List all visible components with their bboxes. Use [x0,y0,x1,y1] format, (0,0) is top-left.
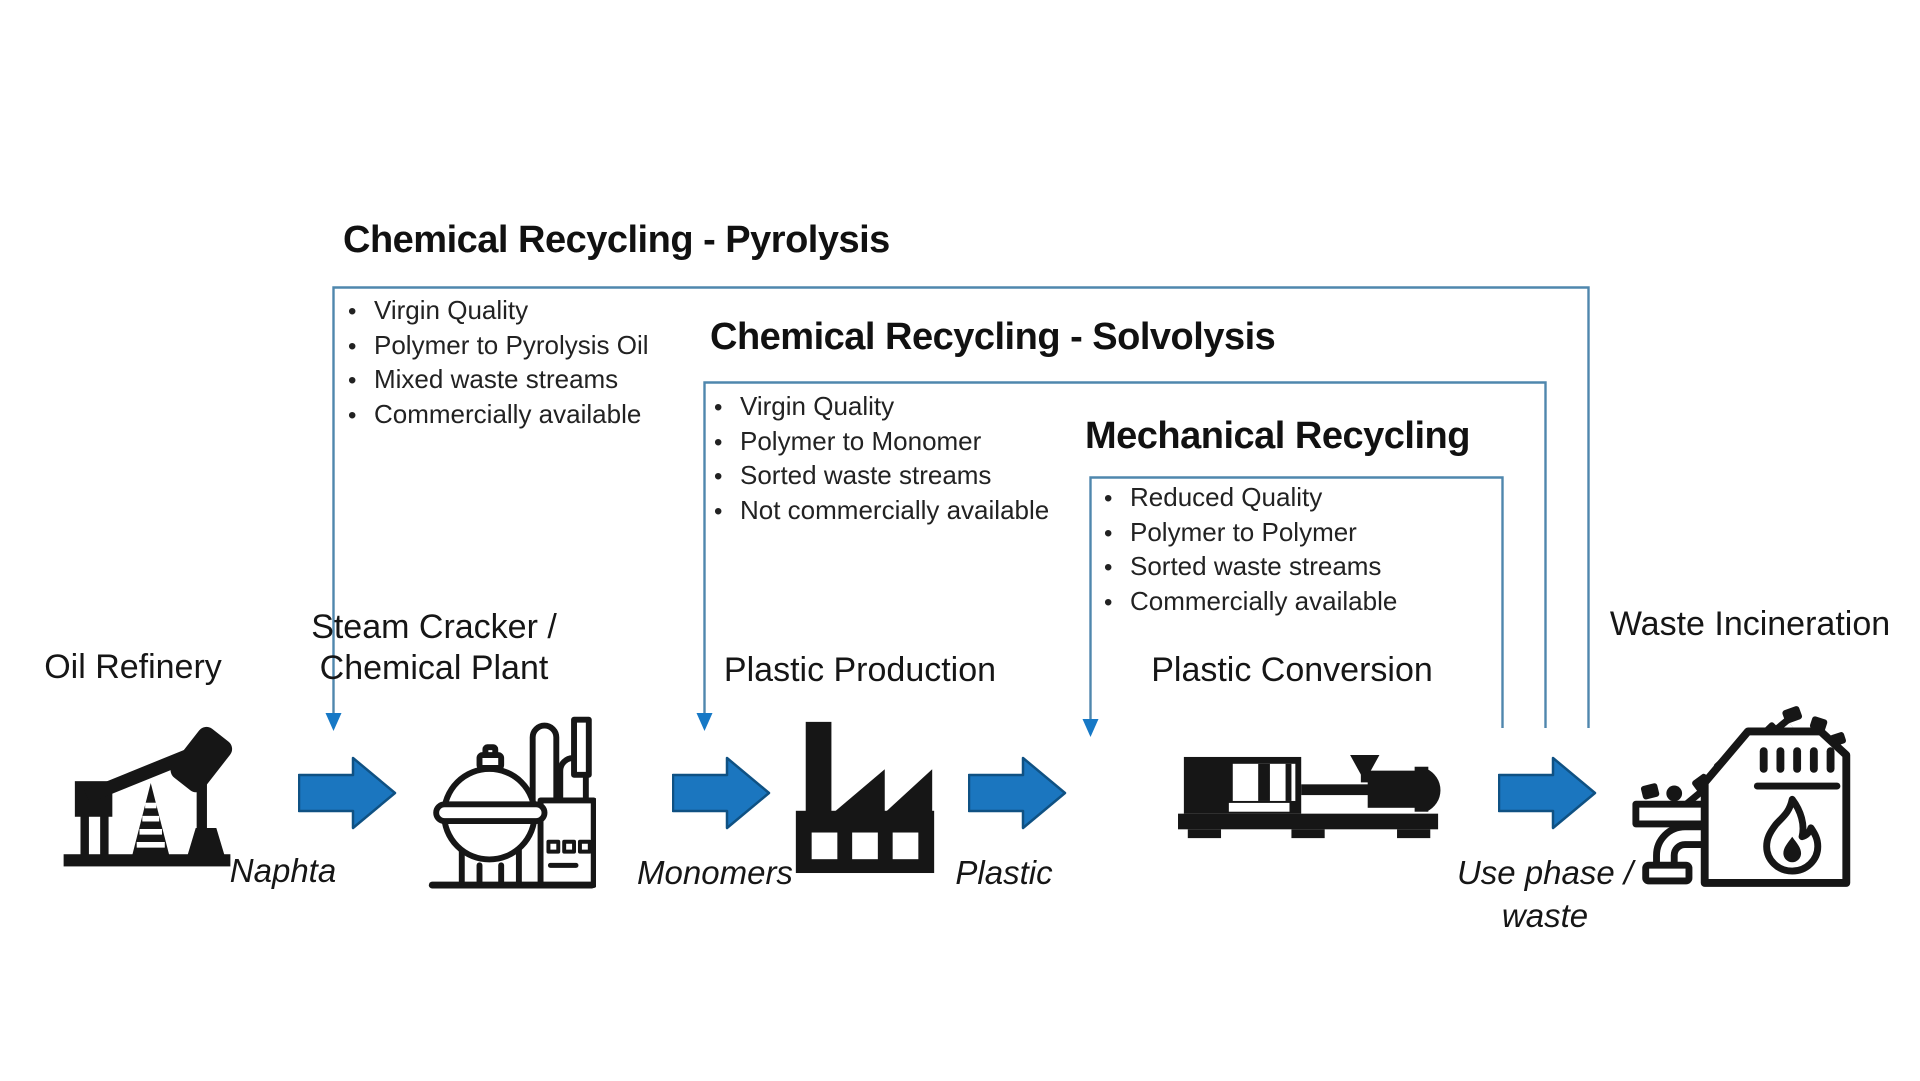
bullet-dot-icon [348,294,374,329]
list-item: Polymer to Polymer [1104,516,1397,551]
stage-label-line: Steam Cracker / [311,608,557,646]
flow-label-naphta: Naphta [229,852,337,889]
list-item: Polymer to Pyrolysis Oil [348,329,649,364]
stage-label-steam-cracker: Steam Cracker / Chemical Plant [304,607,564,689]
bullet-text: Reduced Quality [1130,482,1323,512]
bullet-dot-icon [348,329,374,364]
stage-label-line: Chemical Plant [319,649,549,687]
bullet-dot-icon [714,390,740,425]
bullet-text: Polymer to Monomer [740,425,982,456]
pyrolysis-bullet-list: Virgin Quality Polymer to Pyrolysis Oil … [348,294,649,432]
bullet-dot-icon [1104,481,1130,516]
bullet-text: Virgin Quality [740,391,895,421]
bullet-dot-icon [348,363,374,398]
chemical-plant-icon [428,716,596,889]
bullet-dot-icon [1104,585,1130,620]
bullet-text: Commercially available [1130,585,1398,616]
flow-label-line: waste [1501,897,1589,934]
flow-arrow-icon [672,756,771,830]
flow-arrow-icon [1498,756,1597,830]
list-item: Polymer to Monomer [714,425,1049,460]
flow-label-use-phase-waste: Use phase / waste [1420,851,1670,937]
bullet-dot-icon [714,459,740,494]
stage-label-waste-incineration: Waste Incineration [1609,605,1891,643]
bullet-text: Sorted waste streams [1130,551,1382,581]
solvolysis-down-arrow-icon [696,713,713,731]
flow-label-line: Use phase / [1456,854,1634,891]
list-item: Virgin Quality [348,294,649,329]
bullet-text: Polymer to Pyrolysis Oil [374,329,649,360]
bullet-dot-icon [714,494,740,529]
stage-label-plastic-production: Plastic Production [723,651,997,689]
flow-arrow-icon [298,756,397,830]
bullet-text: Sorted waste streams [740,460,992,490]
bullet-dot-icon [1104,516,1130,551]
list-item: Reduced Quality [1104,481,1397,516]
incinerator-icon [1632,706,1851,887]
stage-label-plastic-conversion: Plastic Conversion [1151,651,1433,689]
flow-label-plastic: Plastic [955,854,1053,891]
bullet-text: Commercially available [374,398,642,429]
injection-molding-machine-icon [1178,755,1441,839]
bullet-text: Mixed waste streams [374,364,619,394]
mechanical-bullet-list: Reduced Quality Polymer to Polymer Sorte… [1104,481,1397,619]
bullet-dot-icon [348,398,374,433]
list-item: Sorted waste streams [1104,550,1397,585]
list-item: Commercially available [1104,585,1397,620]
list-item: Not commercially available [714,494,1049,529]
solvolysis-bullet-list: Virgin Quality Polymer to Monomer Sorted… [714,390,1049,528]
section-title-pyrolysis: Chemical Recycling - Pyrolysis [343,219,890,261]
list-item: Mixed waste streams [348,363,649,398]
bullet-text: Polymer to Polymer [1130,516,1357,547]
bullet-text: Virgin Quality [374,295,529,325]
stage-label-oil-refinery: Oil Refinery [44,648,222,686]
pyrolysis-down-arrow-icon [325,713,342,731]
bullet-text: Not commercially available [740,494,1050,525]
list-item: Sorted waste streams [714,459,1049,494]
bullet-dot-icon [714,425,740,460]
factory-icon [795,721,935,874]
section-title-mechanical: Mechanical Recycling [1085,415,1470,457]
list-item: Virgin Quality [714,390,1049,425]
section-title-solvolysis: Chemical Recycling - Solvolysis [710,316,1276,358]
mechanical-down-arrow-icon [1082,719,1099,737]
flow-label-monomers: Monomers [637,854,793,891]
list-item: Commercially available [348,398,649,433]
oil-pump-icon [63,726,233,867]
flow-arrow-icon [968,756,1067,830]
bullet-dot-icon [1104,550,1130,585]
